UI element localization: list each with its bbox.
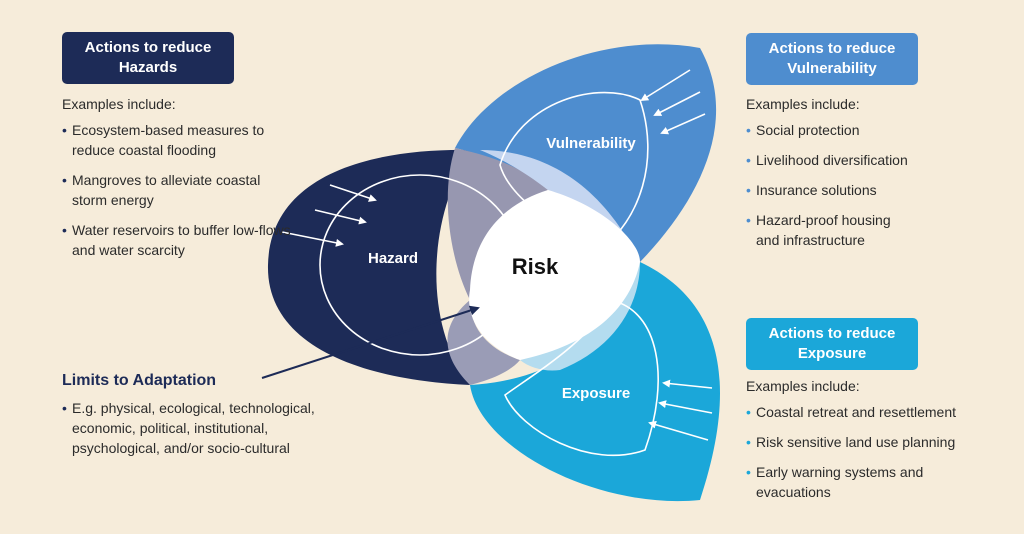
list-item: E.g. physical, ecological, technological… bbox=[62, 398, 352, 458]
hazards-examples-list: Ecosystem-based measures to reduce coast… bbox=[62, 120, 292, 260]
risk-center bbox=[469, 190, 640, 360]
exposure-outline bbox=[504, 299, 659, 457]
list-item: Insurance solutions bbox=[746, 180, 986, 200]
vulnerability-examples-panel: Examples include: Social protection Live… bbox=[746, 94, 986, 260]
exposure-arrow-2 bbox=[658, 400, 713, 414]
list-item: Livelihood diversification bbox=[746, 150, 986, 170]
limits-arrow bbox=[261, 305, 480, 379]
vulnerability-arrow-2 bbox=[653, 91, 701, 116]
limits-title: Limits to Adaptation bbox=[62, 372, 217, 389]
vulnerability-header-line2: Vulnerability bbox=[787, 60, 877, 77]
vulnerability-examples-list: Social protection Livelihood diversifica… bbox=[746, 120, 986, 250]
hazard-arrow-1 bbox=[329, 184, 377, 202]
vulnerability-examples-intro: Examples include: bbox=[746, 96, 860, 112]
list-item: Coastal retreat and resettlement bbox=[746, 402, 1006, 422]
vulnerability-overlap-light bbox=[480, 150, 640, 262]
hazard-arrow-2 bbox=[314, 209, 367, 225]
vulnerability-petal bbox=[455, 44, 717, 263]
list-item: Risk sensitive land use planning bbox=[746, 432, 1006, 452]
vulnerability-arrow-1 bbox=[640, 69, 691, 102]
exposure-examples-panel: Examples include: Coastal retreat and re… bbox=[746, 376, 1006, 512]
vulnerability-outline bbox=[499, 91, 649, 251]
exposure-header-line1: Actions to reduce bbox=[768, 325, 896, 342]
hazard-exposure-overlap bbox=[447, 300, 520, 385]
exposure-arrow-3 bbox=[648, 420, 709, 441]
risk-label: Risk bbox=[512, 254, 559, 279]
exposure-arrow-1 bbox=[662, 379, 713, 389]
list-item: Ecosystem-based measures to reduce coast… bbox=[62, 120, 292, 160]
vulnerability-arrow-3 bbox=[660, 113, 706, 135]
list-item: Hazard-proof housing and infrastructure bbox=[746, 210, 916, 250]
hazards-actions-header: Actions to reduce Hazards bbox=[62, 32, 234, 84]
list-item: Early warning systems and evacuations bbox=[746, 462, 956, 502]
exposure-overlap-light bbox=[520, 262, 640, 371]
hazards-header-line1: Actions to reduce bbox=[84, 39, 212, 56]
exposure-examples-list: Coastal retreat and resettlement Risk se… bbox=[746, 402, 1006, 502]
exposure-petal bbox=[470, 262, 720, 502]
exposure-header-line2: Exposure bbox=[797, 345, 867, 362]
hazards-examples-panel: Examples include: Ecosystem-based measur… bbox=[62, 94, 292, 270]
vulnerability-actions-header: Actions to reduce Vulnerability bbox=[746, 33, 918, 85]
hazard-outline bbox=[319, 174, 521, 356]
list-item: Mangroves to alleviate coastal storm ene… bbox=[62, 170, 292, 210]
hazards-examples-intro: Examples include: bbox=[62, 96, 176, 112]
vulnerability-header-line1: Actions to reduce bbox=[768, 40, 896, 57]
list-item: Social protection bbox=[746, 120, 986, 140]
hazard-petal bbox=[267, 149, 472, 385]
hazard-arrow-3 bbox=[281, 231, 344, 247]
vulnerability-label: Vulnerability bbox=[546, 135, 636, 152]
hazard-label: Hazard bbox=[368, 250, 418, 267]
exposure-actions-header: Actions to reduce Exposure bbox=[746, 318, 918, 370]
limits-list: E.g. physical, ecological, technological… bbox=[62, 398, 352, 458]
exposure-label: Exposure bbox=[562, 385, 630, 402]
limits-panel: E.g. physical, ecological, technological… bbox=[62, 398, 352, 468]
hazards-header-line2: Hazards bbox=[118, 59, 178, 76]
list-item: Water reservoirs to buffer low-flows and… bbox=[62, 220, 292, 260]
exposure-examples-intro: Examples include: bbox=[746, 378, 860, 394]
